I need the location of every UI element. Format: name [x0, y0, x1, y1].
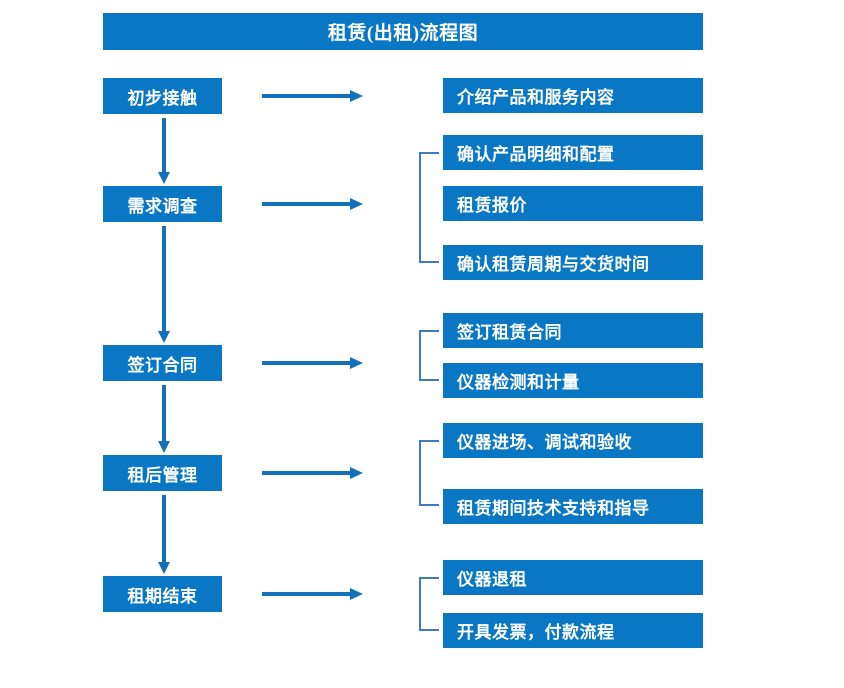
right-arrow-icon-1: [262, 88, 363, 104]
arrow-head: [350, 90, 363, 102]
down-arrow-icon-4: [157, 495, 171, 574]
detail-box-1[interactable]: 介绍产品和服务内容: [443, 78, 703, 113]
arrow-shaft: [262, 361, 352, 365]
stage-box-4[interactable]: 租后管理: [103, 455, 222, 491]
arrow-shaft: [162, 118, 166, 173]
right-arrow-icon-5: [262, 586, 363, 602]
arrow-head: [158, 441, 170, 453]
down-arrow-icon-1: [157, 118, 171, 184]
arrow-shaft: [162, 495, 166, 563]
arrow-shaft: [262, 592, 352, 596]
group-bracket-3: [419, 440, 439, 506]
arrow-head: [350, 588, 363, 600]
stage-box-3[interactable]: 签订合同: [103, 345, 222, 381]
arrow-shaft: [262, 202, 352, 206]
arrow-head: [350, 467, 363, 479]
detail-box-2[interactable]: 确认产品明细和配置: [443, 135, 703, 170]
down-arrow-icon-3: [157, 385, 171, 453]
detail-box-4[interactable]: 确认租赁周期与交货时间: [443, 245, 703, 280]
right-arrow-icon-4: [262, 465, 363, 481]
group-bracket-4: [419, 577, 439, 631]
arrow-shaft: [162, 385, 166, 442]
arrow-shaft: [162, 226, 166, 332]
arrow-head: [350, 198, 363, 210]
arrow-head: [158, 172, 170, 184]
page-title: 租赁(出租)流程图: [103, 13, 703, 50]
down-arrow-icon-2: [157, 226, 171, 343]
right-arrow-icon-3: [262, 355, 363, 371]
detail-box-5[interactable]: 签订租赁合同: [443, 313, 703, 348]
right-arrow-icon-2: [262, 196, 363, 212]
group-bracket-1: [419, 152, 439, 263]
arrow-shaft: [262, 94, 352, 98]
detail-box-8[interactable]: 租赁期间技术支持和指导: [443, 489, 703, 524]
detail-box-3[interactable]: 租赁报价: [443, 186, 703, 221]
stage-box-2[interactable]: 需求调查: [103, 186, 222, 222]
detail-box-6[interactable]: 仪器检测和计量: [443, 363, 703, 398]
detail-box-10[interactable]: 开具发票，付款流程: [443, 613, 703, 648]
stage-box-5[interactable]: 租期结束: [103, 576, 222, 612]
arrow-head: [158, 562, 170, 574]
arrow-head: [350, 357, 363, 369]
arrow-shaft: [262, 471, 352, 475]
group-bracket-2: [419, 330, 439, 381]
arrow-head: [158, 331, 170, 343]
stage-box-1[interactable]: 初步接触: [103, 78, 222, 114]
detail-box-9[interactable]: 仪器退租: [443, 560, 703, 595]
detail-box-7[interactable]: 仪器进场、调试和验收: [443, 423, 703, 458]
